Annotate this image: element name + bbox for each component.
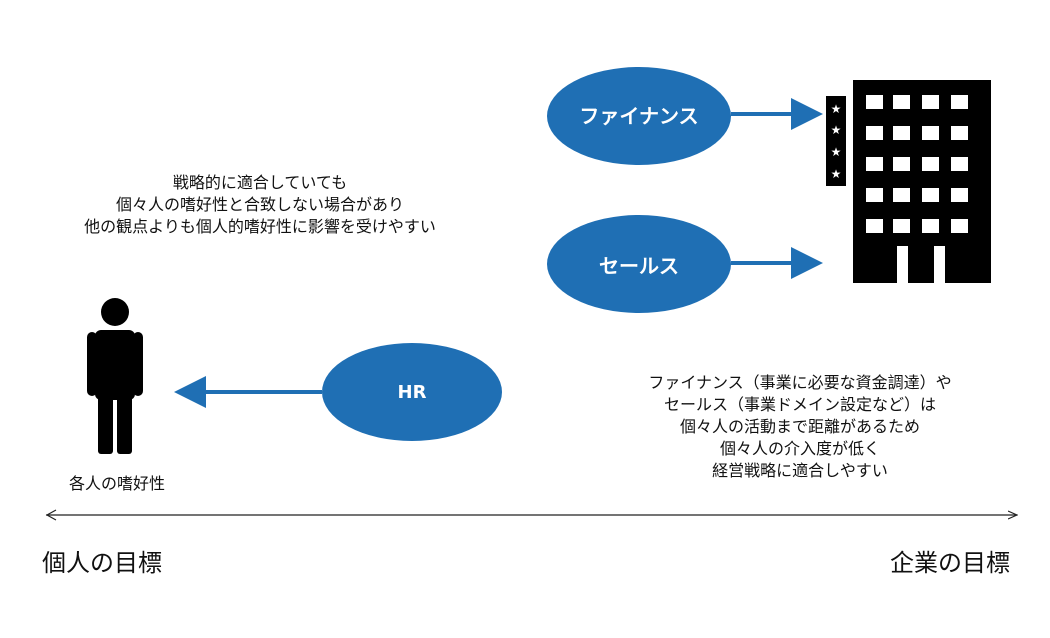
svg-text:★: ★ [831,167,842,181]
right-note-line: 経営戦略に適合しやすい [712,461,888,480]
left-note-line: 個々人の嗜好性と合致しない場合があり [115,195,404,214]
sales-node-label: セールス [599,253,679,278]
left-note-line: 他の観点よりも個人的嗜好性に影響を受けやすい [84,217,436,236]
hotel-building-icon: ★ ★ ★ ★ [826,80,991,283]
right-note-line: ファイナンス（事業に必要な資金調達）や [648,373,952,392]
right-note: ファイナンス（事業に必要な資金調達）や セールス（事業ドメイン設定など）は 個々… [600,372,1000,482]
sales-node: セールス [547,215,731,313]
left-note: 戦略的に適合していても 個々人の嗜好性と合致しない場合があり 他の観点よりも個人… [50,172,470,238]
individual-goal-label: 個人の目標 [42,549,162,577]
goal-axis-left-head [45,509,57,521]
company-goal-label: 企業の目標 [890,549,1010,577]
hr-node-label: HR [397,381,427,403]
right-note-line: セールス（事業ドメイン設定など）は [663,395,936,414]
svg-text:★: ★ [831,123,842,137]
left-note-line: 戦略的に適合していても [172,173,348,192]
finance-node: ファイナンス [547,67,731,165]
person-icon [87,298,143,454]
person-caption: 各人の嗜好性 [68,474,165,493]
svg-text:★: ★ [831,145,842,159]
hr-node: HR [322,343,502,441]
right-note-line: 個々人の介入度が低く [719,439,880,458]
right-note-line: 個々人の活動まで距離があるため [679,417,920,436]
svg-text:★: ★ [831,102,842,116]
finance-node-label: ファイナンス [579,104,699,128]
